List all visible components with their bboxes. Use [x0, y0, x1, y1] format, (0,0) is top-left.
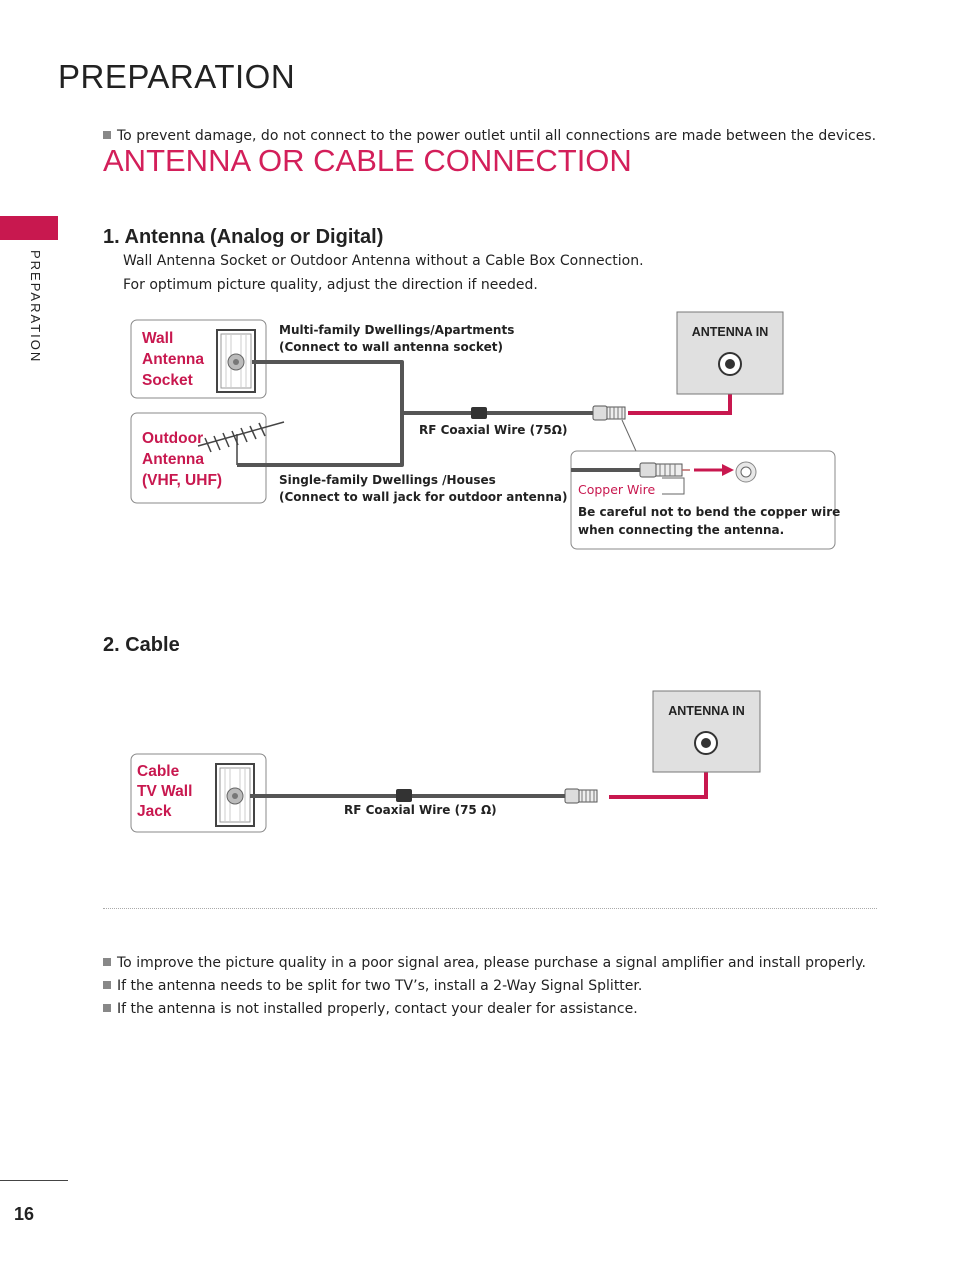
- antenna-coax-label: RF Coaxial Wire (75Ω): [419, 423, 568, 437]
- copper-note-line2: when connecting the antenna.: [578, 523, 785, 537]
- antenna-heading: 1. Antenna (Analog or Digital): [103, 226, 384, 248]
- wall-socket-label-line1: Wall: [142, 330, 174, 347]
- tv-cable-in-panel: [652, 690, 761, 773]
- tip-item: To improve the picture quality in a poor…: [103, 955, 866, 971]
- antenna-cables: [237, 360, 595, 467]
- tip-text-1: To improve the picture quality in a poor…: [117, 955, 866, 971]
- cable-clip-icon-2: [396, 789, 412, 802]
- outdoor-label-line3: (VHF, UHF): [142, 472, 223, 489]
- f-connector-icon: [592, 405, 626, 421]
- single-family-line1: Single-family Dwellings /Houses: [279, 473, 496, 487]
- tip-item: If the antenna is not installed properly…: [103, 1001, 638, 1017]
- cable-jack-label-line2: TV Wall: [137, 783, 193, 800]
- wall-socket-label-line2: Antenna: [142, 351, 204, 368]
- outdoor-label-line2: Antenna: [142, 451, 204, 468]
- copper-wire-detail: [571, 461, 757, 495]
- page-number-rule: [0, 1180, 68, 1181]
- outdoor-label-line1: Outdoor: [142, 430, 204, 447]
- callout-pointer: [621, 419, 637, 452]
- multi-family-line2: (Connect to wall antenna socket): [279, 340, 503, 354]
- warning-note: To prevent damage, do not connect to the…: [103, 128, 876, 144]
- multi-family-note: Multi-family Dwellings/Apartments (Conne…: [279, 322, 514, 356]
- cable-coax-label: RF Coaxial Wire (75 Ω): [344, 803, 497, 817]
- antenna-desc-line1: Wall Antenna Socket or Outdoor Antenna w…: [123, 253, 644, 269]
- bullet-icon: [103, 1004, 111, 1012]
- copper-wire-note: Be careful not to bend the copper wire w…: [578, 503, 840, 539]
- cable-clip-icon: [471, 407, 487, 419]
- page-number: 16: [14, 1204, 35, 1224]
- outdoor-antenna-card: [130, 412, 267, 504]
- copper-note-line1: Be careful not to bend the copper wire: [578, 505, 841, 519]
- wall-socket-label: Wall Antenna Socket: [142, 328, 204, 391]
- warning-text: To prevent damage, do not connect to the…: [117, 128, 877, 144]
- multi-family-line1: Multi-family Dwellings/Apartments: [279, 323, 515, 337]
- cable-heading: 2. Cable: [103, 634, 180, 656]
- cable-jack-label-line1: Cable: [137, 763, 180, 780]
- copper-wire-label: Copper Wire: [578, 482, 656, 497]
- wall-socket-label-line3: Socket: [142, 372, 193, 389]
- cable-jack-label: Cable TV Wall Jack: [137, 762, 192, 822]
- sidebar-label: PREPARATION: [28, 250, 43, 364]
- outdoor-antenna-label: Outdoor Antenna (VHF, UHF): [142, 428, 222, 491]
- single-family-line2: (Connect to wall jack for outdoor antenn…: [279, 490, 568, 504]
- cable-jack-label-line3: Jack: [137, 803, 172, 820]
- bullet-icon: [103, 981, 111, 989]
- tip-text-2: If the antenna needs to be split for two…: [117, 978, 643, 994]
- antenna-desc-line2: For optimum picture quality, adjust the …: [123, 277, 538, 293]
- tip-item: If the antenna needs to be split for two…: [103, 978, 642, 994]
- cable-wall-jack-icon: [215, 763, 255, 827]
- cable-antenna-in-label: ANTENNA IN: [668, 704, 745, 718]
- bullet-icon: [103, 131, 111, 139]
- bullet-icon: [103, 958, 111, 966]
- section-divider: [103, 908, 877, 909]
- copper-wire-card: [570, 450, 836, 550]
- antenna-in-label: ANTENNA IN: [691, 325, 769, 339]
- wall-socket-icon: [216, 329, 256, 393]
- f-connector-icon-2: [564, 788, 598, 804]
- sidebar-tab-marker: [0, 216, 58, 240]
- page-header-title: PREPARATION: [58, 58, 296, 95]
- section-title: ANTENNA OR CABLE CONNECTION: [103, 143, 632, 178]
- tip-text-3: If the antenna is not installed properly…: [117, 1001, 638, 1017]
- single-family-note: Single-family Dwellings /Houses (Connect…: [279, 472, 567, 506]
- outdoor-antenna-icon: [197, 421, 285, 465]
